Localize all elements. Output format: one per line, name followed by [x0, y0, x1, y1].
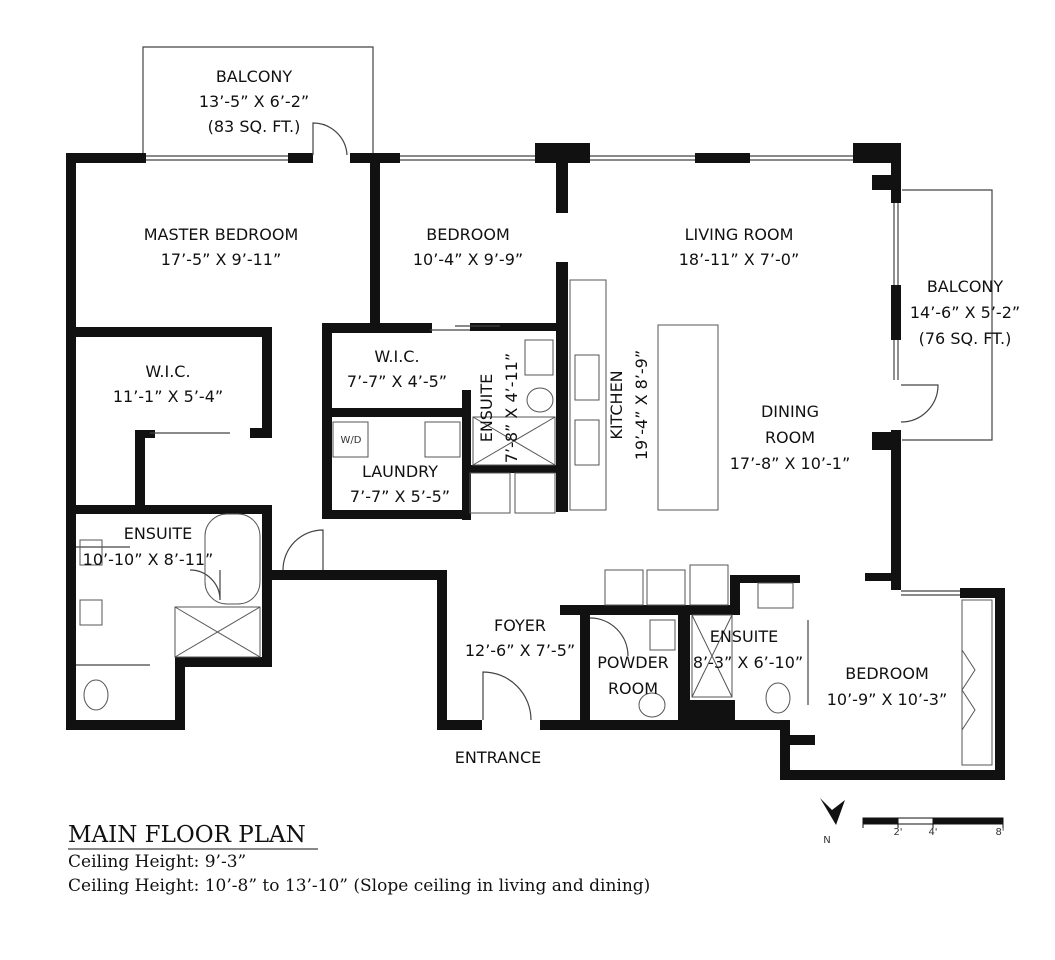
ensuite-master-name: ENSUITE [124, 524, 193, 543]
washer-dryer-label: W/D [341, 435, 362, 446]
ensuite-small-dims: 7’-8” X 4’-11” [502, 353, 521, 463]
room-labels: BALCONY 13’-5” X 6’-2” (83 SQ. FT.) MAST… [83, 67, 1021, 767]
scale-tick-4: 4' [928, 827, 937, 838]
wic-2-name: W.I.C. [374, 347, 419, 366]
balcony-top-area: (83 SQ. FT.) [208, 117, 301, 136]
legend-title: MAIN FLOOR PLAN [68, 822, 306, 848]
laundry-dims: 7’-7” X 5’-5” [350, 487, 450, 506]
dining-room-dims: 17’-8” X 10’-1” [730, 454, 851, 473]
ensuite-small-name: ENSUITE [477, 374, 496, 443]
laundry-name: LAUNDRY [362, 462, 438, 481]
balcony-right-area: (76 SQ. FT.) [919, 329, 1012, 348]
master-bedroom-dims: 17’-5” X 9’-11” [161, 250, 282, 269]
bedroom-3-name: BEDROOM [845, 664, 929, 683]
living-room-name: LIVING ROOM [685, 225, 794, 244]
scale-bar: 2' 4' 8' [862, 817, 1005, 838]
master-bedroom-name: MASTER BEDROOM [144, 225, 299, 244]
bedroom-2-name: BEDROOM [426, 225, 510, 244]
ensuite-master-dims: 10’-10” X 8’-11” [83, 550, 214, 569]
foyer-dims: 12’-6” X 7’-5” [465, 641, 575, 660]
kitchen-dims: 19’-4” X 8’-9” [632, 350, 651, 460]
powder-room-name-2: ROOM [608, 679, 658, 698]
doors [76, 122, 939, 721]
fixtures [79, 279, 993, 766]
entrance-label: ENTRANCE [455, 748, 542, 767]
balcony-top-name: BALCONY [216, 67, 293, 86]
bedroom-2-dims: 10’-4” X 9’-9” [413, 250, 523, 269]
bedroom-3-dims: 10’-9” X 10’-3” [827, 690, 948, 709]
legend: MAIN FLOOR PLAN Ceiling Height: 9’-3” Ce… [68, 822, 650, 896]
foyer-name: FOYER [494, 616, 546, 635]
scale-tick-8: 8' [995, 827, 1004, 838]
wic-master-name: W.I.C. [145, 362, 190, 381]
balcony-top-dims: 13’-5” X 6’-2” [199, 92, 309, 111]
compass: N [820, 798, 845, 846]
balcony-outlines [142, 46, 993, 441]
kitchen-name: KITCHEN [607, 370, 626, 439]
powder-room-name-1: POWDER [597, 653, 669, 672]
balcony-right-name: BALCONY [927, 277, 1004, 296]
wic-master-dims: 11’-1” X 5’-4” [113, 387, 223, 406]
north-arrow-icon [820, 798, 845, 825]
living-room-dims: 18’-11” X 7’-0” [679, 250, 800, 269]
legend-line-2: Ceiling Height: 10’-8” to 13’-10” (Slope… [68, 876, 650, 896]
wic-2-dims: 7’-7” X 4’-5” [347, 372, 447, 391]
legend-line-1: Ceiling Height: 9’-3” [68, 852, 246, 872]
dining-room-name-2: ROOM [765, 428, 815, 447]
balcony-right-dims: 14’-6” X 5’-2” [910, 303, 1020, 322]
ensuite-3-dims: 8’-3” X 6’-10” [693, 653, 803, 672]
windows [146, 155, 960, 596]
scale-tick-2: 2' [893, 827, 902, 838]
dining-room-name-1: DINING [761, 402, 819, 421]
compass-north-label: N [823, 835, 830, 846]
ensuite-3-name: ENSUITE [710, 627, 779, 646]
walls [66, 143, 1005, 780]
